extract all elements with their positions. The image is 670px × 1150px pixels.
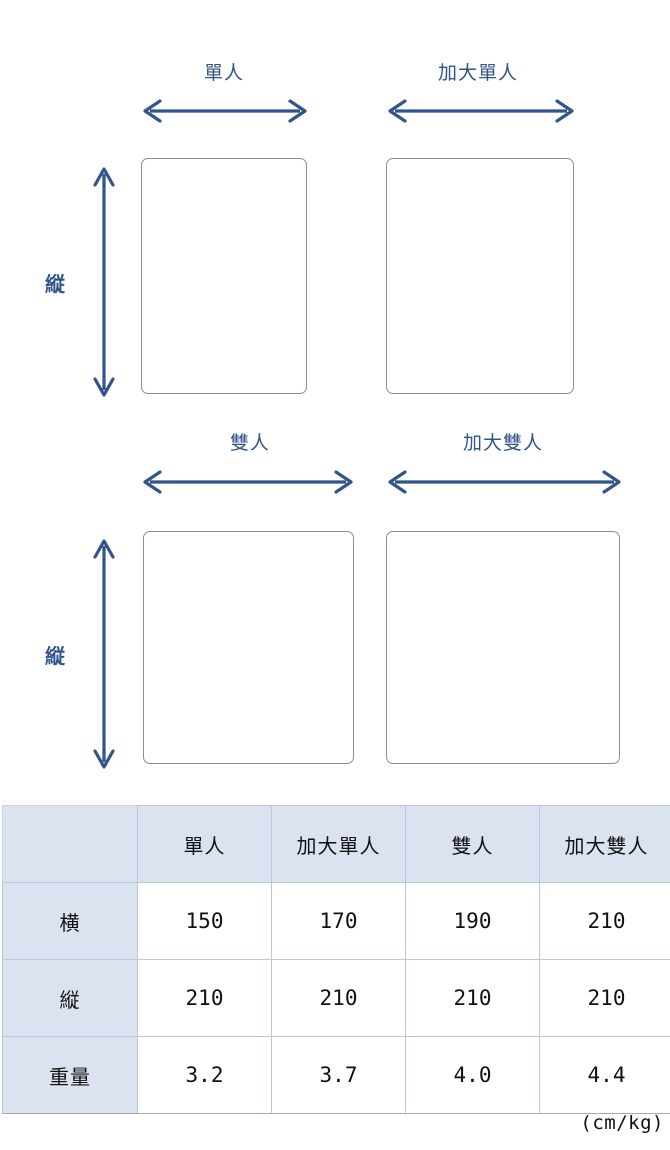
table-col-header-single-xl: 加大單人 — [271, 805, 406, 883]
table-row-header-width: 横 — [2, 882, 138, 960]
table-header-row: 單人 加大單人 雙人 加大雙人 — [2, 805, 670, 883]
table-cell-length-single-xl: 210 — [271, 959, 406, 1037]
double-arrow-vertical-icon-bottom — [92, 536, 116, 772]
table-corner-cell — [2, 805, 138, 883]
size-label-single-xl: 加大單人 — [437, 63, 518, 84]
table-row-header-length: 縦 — [2, 959, 138, 1037]
vertical-label-top: 縦 — [45, 274, 66, 296]
double-arrow-horizontal-icon-single — [138, 99, 312, 123]
size-label-double: 雙人 — [229, 433, 270, 454]
table-row: 縦 210 210 210 210 — [2, 959, 670, 1037]
table-col-header-double: 雙人 — [405, 805, 540, 883]
vertical-label-bottom: 縦 — [45, 646, 66, 668]
double-arrow-horizontal-icon-double — [138, 470, 358, 494]
table-cell-width-single: 150 — [137, 882, 272, 960]
table-cell-weight-double: 4.0 — [405, 1036, 540, 1114]
table-col-header-single: 單人 — [137, 805, 272, 883]
mattress-size-diagram: 單人 加大單人 縦 雙人 加大雙人 — [45, 63, 626, 772]
table-row: 重量 3.2 3.7 4.0 4.4 — [2, 1036, 670, 1114]
table-cell-length-double-xl: 210 — [539, 959, 670, 1037]
double-arrow-horizontal-icon-single-xl — [383, 99, 579, 123]
table-cell-weight-single-xl: 3.7 — [271, 1036, 406, 1114]
table-cell-weight-double-xl: 4.4 — [539, 1036, 670, 1114]
mattress-rect-double-xl — [386, 531, 620, 764]
size-label-double-xl: 加大雙人 — [462, 433, 543, 454]
table-row-header-weight: 重量 — [2, 1036, 138, 1114]
table-cell-width-single-xl: 170 — [271, 882, 406, 960]
table-cell-length-double: 210 — [405, 959, 540, 1037]
table-col-header-double-xl: 加大雙人 — [539, 805, 670, 883]
unit-note: (cm/kg) — [580, 1112, 664, 1134]
mattress-rect-double — [143, 531, 354, 764]
double-arrow-vertical-icon-top — [92, 164, 116, 400]
double-arrow-horizontal-icon-double-xl — [383, 470, 626, 494]
size-label-single: 單人 — [203, 63, 244, 84]
table-cell-width-double: 190 — [405, 882, 540, 960]
mattress-rect-single-xl — [386, 158, 574, 394]
table-row: 横 150 170 190 210 — [2, 882, 670, 960]
table-cell-length-single: 210 — [137, 959, 272, 1037]
spec-table: 單人 加大單人 雙人 加大雙人 横 150 170 190 210 縦 210 … — [2, 805, 670, 1114]
mattress-rect-single — [141, 158, 307, 394]
table-cell-weight-single: 3.2 — [137, 1036, 272, 1114]
table-cell-width-double-xl: 210 — [539, 882, 670, 960]
